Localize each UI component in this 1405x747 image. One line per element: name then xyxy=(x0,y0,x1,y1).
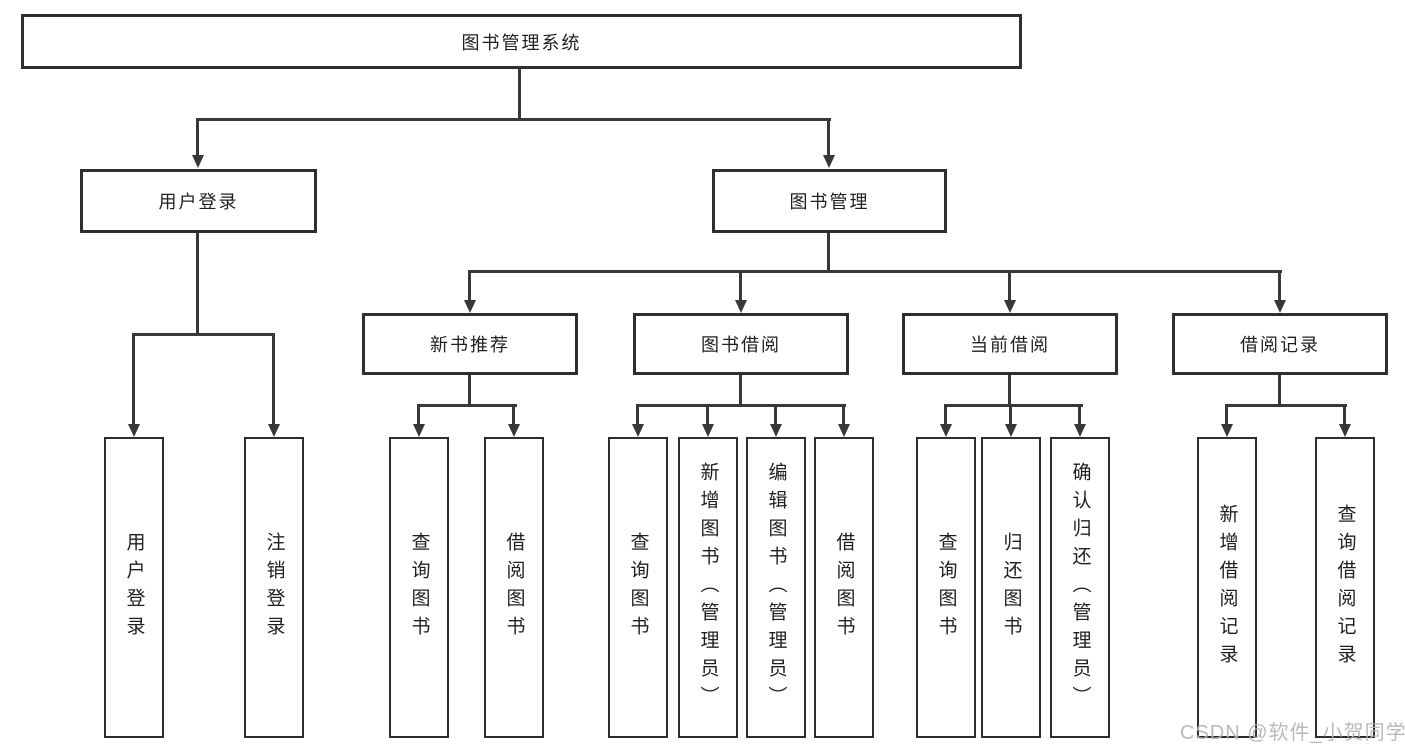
node-book-management: 图书管理 xyxy=(712,169,947,233)
leaf-edit-books-admin: 编辑图书（管理员） xyxy=(746,437,806,738)
connector-line xyxy=(132,333,275,336)
leaf-query-books: 查询图书 xyxy=(389,437,449,738)
connector-line xyxy=(1225,404,1228,425)
leaf-logout: 注销登录 xyxy=(244,437,304,738)
node-label: 当前借阅 xyxy=(970,335,1050,355)
leaf-label: 新增借阅记录 xyxy=(1216,503,1238,672)
connector-line xyxy=(468,375,471,407)
connector-line xyxy=(1008,375,1011,407)
connector-line xyxy=(1078,404,1081,425)
connector-line xyxy=(132,333,135,424)
leaf-label: 确认归还（管理员） xyxy=(1069,461,1091,714)
connector-line xyxy=(739,270,742,301)
arrowhead xyxy=(1004,300,1016,313)
connector-line xyxy=(827,233,830,272)
leaf-label: 注销登录 xyxy=(263,531,285,644)
connector-line xyxy=(636,404,846,407)
leaf-label: 归还图书 xyxy=(1000,531,1022,644)
leaf-query-books: 查询图书 xyxy=(916,437,976,738)
arrowhead xyxy=(1274,300,1286,313)
connector-line xyxy=(468,270,471,301)
leaf-label: 借阅图书 xyxy=(833,531,855,644)
connector-line xyxy=(944,404,947,425)
connector-line xyxy=(827,118,830,156)
connector-line xyxy=(417,404,517,407)
connector-line xyxy=(944,404,1083,407)
leaf-label: 用户登录 xyxy=(123,531,145,644)
node-root-system: 图书管理系统 xyxy=(21,14,1022,69)
node-label: 图书借阅 xyxy=(701,335,781,355)
leaf-label: 编辑图书（管理员） xyxy=(765,461,787,714)
node-user-login: 用户登录 xyxy=(80,169,317,233)
connector-line xyxy=(512,404,515,425)
leaf-confirm-return-admin: 确认归还（管理员） xyxy=(1050,437,1110,738)
leaf-label: 新增图书（管理员） xyxy=(697,461,719,714)
arrowhead xyxy=(413,424,425,437)
leaf-label: 查询图书 xyxy=(408,531,430,644)
connector-line xyxy=(1278,270,1281,301)
arrowhead xyxy=(268,424,280,437)
arrowhead xyxy=(1339,424,1351,437)
connector-line xyxy=(774,404,777,425)
arrowhead xyxy=(838,424,850,437)
connector-line xyxy=(1008,270,1011,301)
connector-line xyxy=(1278,375,1281,407)
connector-line xyxy=(197,118,831,121)
connector-line xyxy=(706,404,709,425)
leaf-query-books: 查询图书 xyxy=(608,437,668,738)
arrowhead xyxy=(940,424,952,437)
arrowhead xyxy=(464,300,476,313)
node-label: 用户登录 xyxy=(158,192,239,212)
leaf-label: 查询图书 xyxy=(935,531,957,644)
arrowhead xyxy=(702,424,714,437)
connector-line xyxy=(196,118,199,156)
leaf-user-login: 用户登录 xyxy=(104,437,164,738)
leaf-query-borrow-record: 查询借阅记录 xyxy=(1315,437,1375,738)
node-borrow-records: 借阅记录 xyxy=(1172,313,1388,375)
connector-line xyxy=(842,404,845,425)
arrowhead xyxy=(192,155,204,168)
leaf-label: 查询图书 xyxy=(627,531,649,644)
arrowhead xyxy=(823,155,835,168)
leaf-label: 查询借阅记录 xyxy=(1334,503,1356,672)
connector-line xyxy=(1225,404,1347,407)
arrowhead xyxy=(770,424,782,437)
leaf-return-books: 归还图书 xyxy=(981,437,1041,738)
arrowhead xyxy=(632,424,644,437)
leaf-add-borrow-record: 新增借阅记录 xyxy=(1197,437,1257,738)
connector-line xyxy=(196,233,199,335)
leaf-label: 借阅图书 xyxy=(503,531,525,644)
node-label: 新书推荐 xyxy=(430,335,510,355)
connector-line xyxy=(739,375,742,407)
connector-line xyxy=(272,333,275,424)
leaf-borrow-books: 借阅图书 xyxy=(484,437,544,738)
arrowhead xyxy=(1221,424,1233,437)
leaf-borrow-books: 借阅图书 xyxy=(814,437,874,738)
connector-line xyxy=(1009,404,1012,425)
leaf-add-books-admin: 新增图书（管理员） xyxy=(678,437,738,738)
arrowhead xyxy=(1074,424,1086,437)
node-label: 图书管理 xyxy=(789,192,870,212)
arrowhead xyxy=(1005,424,1017,437)
connector-line xyxy=(636,404,639,425)
arrowhead xyxy=(508,424,520,437)
connector-line xyxy=(468,270,1282,273)
connector-line xyxy=(1343,404,1346,425)
watermark: CSDN @软件_小贺同学 xyxy=(1180,722,1405,744)
node-book-borrow: 图书借阅 xyxy=(633,313,849,375)
node-root-label: 图书管理系统 xyxy=(461,32,582,53)
connector-line xyxy=(518,67,521,120)
node-label: 借阅记录 xyxy=(1240,335,1320,355)
arrowhead xyxy=(128,424,140,437)
node-new-book-recommend: 新书推荐 xyxy=(362,313,578,375)
arrowhead xyxy=(735,300,747,313)
connector-line xyxy=(417,404,420,425)
node-current-borrow: 当前借阅 xyxy=(902,313,1118,375)
